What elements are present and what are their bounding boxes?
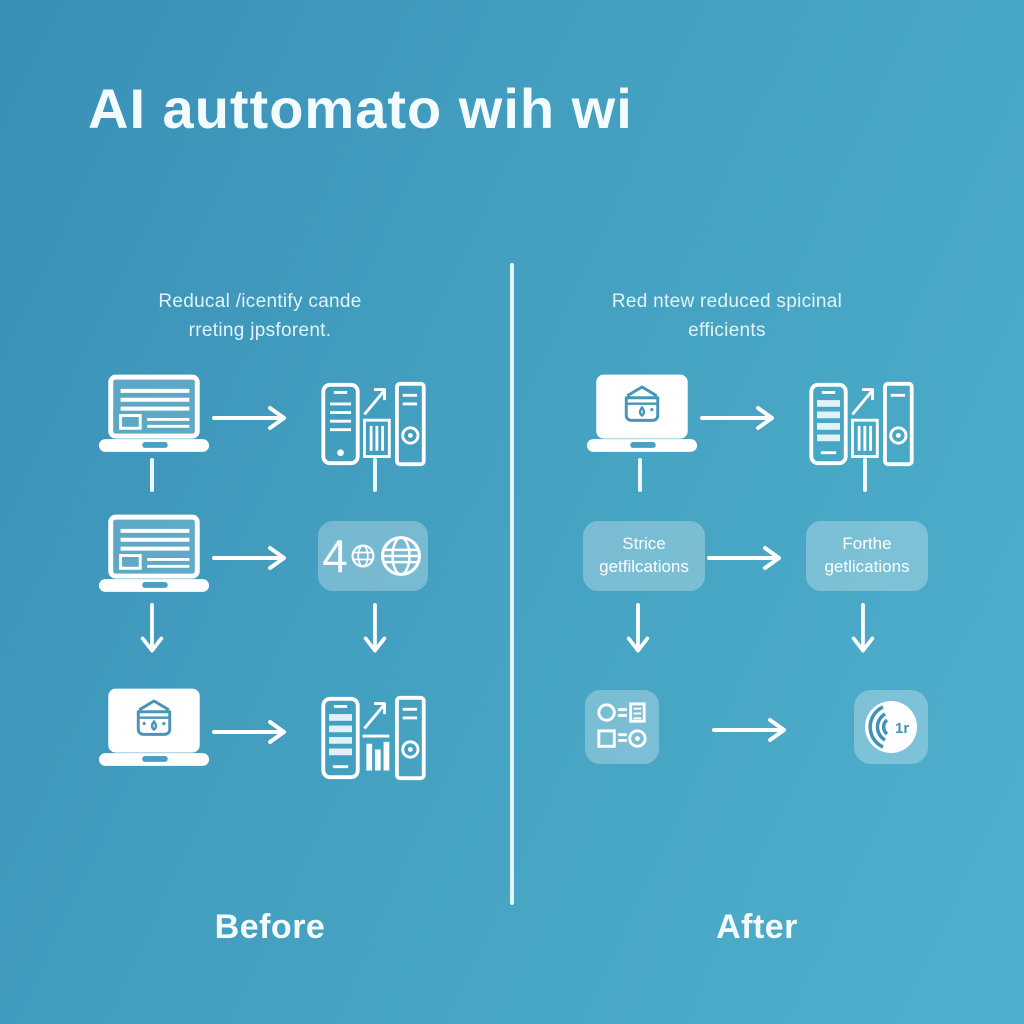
globe-icon — [378, 533, 424, 579]
connector-line — [150, 458, 154, 492]
before-heading-line1: Reducal /icentify cande — [158, 291, 362, 312]
after-heading: Red ntew reduced spicinal efficients — [577, 288, 877, 345]
arrow-right-icon — [712, 716, 796, 744]
before-label: Before — [214, 908, 326, 946]
arrow-right-icon — [212, 544, 296, 572]
before-heading-line2: rreting jpsforent. — [188, 319, 332, 341]
after-step-source-line1: Strice — [622, 534, 666, 554]
devices-analytics-icon — [806, 380, 918, 468]
globe-icon — [350, 543, 376, 569]
column-divider — [510, 263, 514, 905]
after-heading-line1: Red ntew reduced spicinal — [611, 291, 843, 312]
radial-gauge-text: 1r — [895, 720, 909, 737]
laptop-app-icon — [95, 688, 213, 769]
arrow-right-icon — [212, 404, 296, 432]
connector-line — [373, 458, 377, 492]
before-heading: Reducal /icentify cande rreting jpsforen… — [110, 288, 410, 345]
devices-analytics-icon — [318, 380, 430, 468]
arrow-down-icon — [138, 602, 166, 660]
after-heading-line2: efficients — [688, 319, 766, 341]
devices-analytics-icon — [318, 694, 430, 782]
arrow-down-icon — [624, 602, 652, 660]
after-step-target-box: Forthe getlications — [806, 521, 928, 591]
after-label: After — [716, 908, 798, 946]
globe-count-badge: 4 — [318, 521, 428, 591]
settings-form-icon — [585, 690, 659, 764]
arrow-down-icon — [361, 602, 389, 660]
arrow-right-icon — [212, 718, 296, 746]
arrow-down-icon — [849, 602, 877, 660]
after-step-target-line2: getlications — [824, 557, 910, 576]
connector-line — [863, 458, 867, 492]
laptop-app-icon — [583, 374, 701, 455]
laptop-document-icon — [95, 374, 213, 455]
radial-gauge-icon: 1r — [854, 690, 928, 764]
after-step-target-line1: Forthe — [842, 534, 892, 554]
laptop-document-icon — [95, 514, 213, 595]
after-step-source-line2: getfilcations — [599, 557, 689, 576]
page-title: AI auttomato wih wi — [88, 77, 633, 140]
badge-number: 4 — [322, 530, 348, 582]
arrow-right-icon — [700, 404, 784, 432]
connector-line — [638, 458, 642, 492]
after-step-source-box: Strice getfilcations — [583, 521, 705, 591]
arrow-right-icon — [707, 544, 791, 572]
